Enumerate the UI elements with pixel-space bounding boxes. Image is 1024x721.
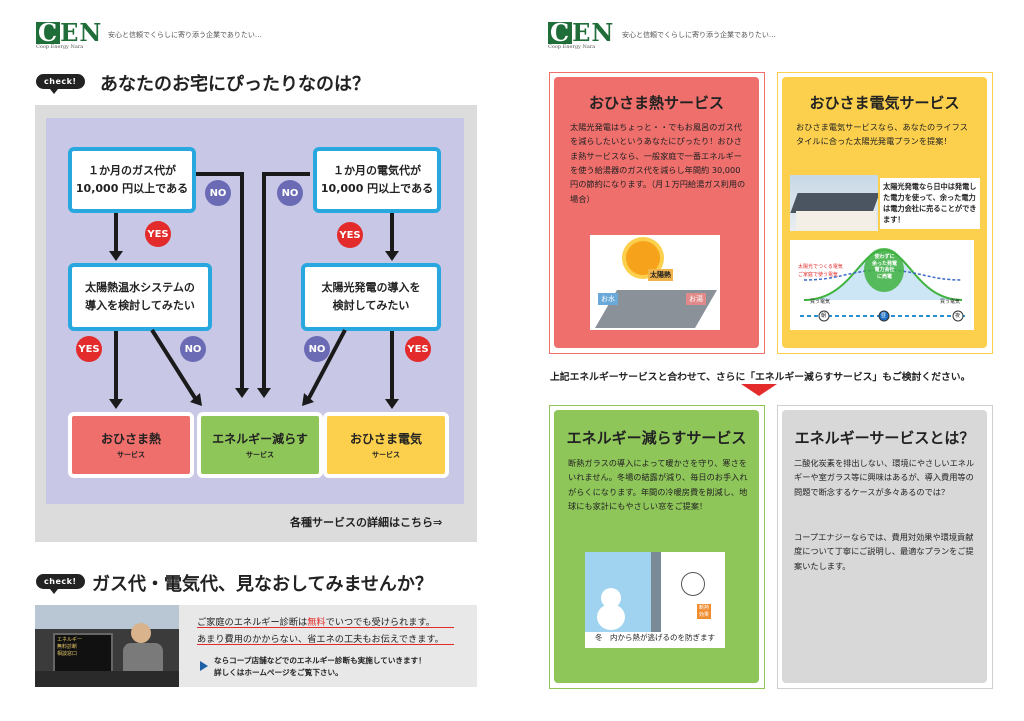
house-solar-photo: [790, 175, 878, 231]
morning-icon: [818, 310, 830, 322]
service-details-link[interactable]: 各種サービスの詳細はこちら⇒: [290, 516, 443, 529]
power-graph-svg: [800, 248, 966, 322]
connector: [240, 172, 244, 390]
logo-left: CEN Coop Energy Nara: [36, 18, 103, 50]
connector: [196, 172, 244, 176]
card-heat-title: おひさま熱サービス: [588, 94, 724, 112]
yes-badge: YES: [76, 336, 102, 362]
diagnosis-photo: エネルギー 無料診断 相談窓口: [35, 605, 179, 687]
no-badge: NO: [180, 336, 206, 362]
yes-badge: YES: [337, 222, 363, 248]
connector: [114, 331, 118, 401]
card-reduce-title: エネルギー減らすサービス: [566, 429, 747, 447]
arrow-head: [109, 399, 123, 409]
no-badge: NO: [205, 180, 231, 206]
diagnosis-note: ならコープ店舗などでのエネルギー診断も実施していきます！ 詳しくはホームページを…: [214, 656, 426, 678]
photo-sign: エネルギー 無料診断 相談窓口: [57, 637, 83, 657]
card-about-title: エネルギーサービスとは？: [794, 429, 975, 447]
check-badge: check!: [36, 574, 85, 594]
section-title-review: ガス代・電気代、見なおしてみませんか？: [92, 574, 433, 595]
arrow-head: [302, 393, 314, 406]
connector: [307, 329, 347, 399]
logo-letters: EN: [60, 18, 103, 47]
arrow-head: [385, 251, 399, 261]
section-title-fit: あなたのお宅にぴったりなのは？: [100, 74, 370, 95]
play-arrow-icon: [200, 661, 208, 671]
card-electric-text: おひさま電気サービスなら、あなたのライフスタイルに合った太陽光発電プランを提案！: [796, 122, 968, 147]
window-image: 断熱 効果 冬 内から熱が逃げるのを防ぎます: [585, 552, 725, 648]
result-reduce-service[interactable]: エネルギー減らす サービス: [197, 412, 323, 478]
yes-badge: YES: [145, 221, 171, 247]
result-electric-service[interactable]: おひさま電気 サービス: [323, 412, 449, 478]
tagline-right: 安心と信頼でくらしに寄り添う企業でありたい…: [622, 31, 776, 39]
card-about-text2: コープエナジーならでは、費用対効果や環境貢献度について丁寧にご説明し、最適なプラ…: [794, 532, 974, 571]
connector: [262, 172, 310, 176]
question-solar-power: 太陽光発電の導入を 検討してみたい: [301, 263, 441, 331]
diagnosis-line2: あまり費用のかからない、省エネの工夫もお伝えできます。: [197, 634, 444, 645]
check-badge: check!: [36, 74, 85, 94]
night-icon: [952, 310, 964, 322]
power-graph: 太陽光でつくる電気 ご家庭で使う電気 使わずに 余った発電 電力会社 に売電 買…: [790, 240, 974, 330]
diagnosis-underline: [197, 627, 454, 628]
result-heat-service[interactable]: おひさま熱 サービス: [68, 412, 194, 478]
solar-thermal-image: 太陽熱 お水 お湯: [590, 235, 720, 330]
card-reduce-frame: [549, 405, 765, 689]
arrow-head: [385, 399, 399, 409]
connector: [114, 213, 118, 255]
card-about: [782, 410, 987, 683]
person-reading-icon: [681, 572, 705, 596]
question-gas: １か月のガス代が 10,000 円以上である: [68, 147, 196, 213]
card-heat-text: 太陽光発電はちょっと・・でもお風呂のガス代を減らしたいというあなたにぴったり！お…: [570, 122, 746, 204]
card-electric-title: おひさま電気サービス: [809, 94, 960, 112]
card-reduce-text: 断熱ガラスの導入によって暖かさを守り、寒さをいれません。冬場の結露が減り、毎日の…: [568, 458, 748, 512]
yes-badge: YES: [405, 336, 431, 362]
no-badge: NO: [304, 336, 330, 362]
snowman-icon: [601, 588, 621, 608]
connector: [390, 213, 394, 255]
no-badge: NO: [277, 180, 303, 206]
question-solar-thermal: 太陽熱温水システムの 導入を検討してみたい: [68, 263, 212, 331]
card-electric-frame: [777, 72, 993, 354]
bridge-text: 上記エネルギーサービスと合わせて、さらに「エネルギー減らすサービス」もご検討くだ…: [550, 372, 971, 383]
arrow-head: [190, 393, 202, 406]
tagline-left: 安心と信頼でくらしに寄り添う企業でありたい…: [108, 31, 262, 39]
arrow-head: [257, 388, 271, 398]
electric-callout: 太陽光発電なら日中は発電した電力を使って、余った電力は電力会社に売ることができま…: [880, 178, 980, 229]
diagonal-connectors: [150, 328, 347, 406]
connector: [150, 328, 197, 400]
logo-right: CEN Coop Energy Nara: [548, 18, 615, 50]
connector: [390, 331, 394, 401]
diagnosis-underline: [197, 644, 454, 645]
card-heat-frame: [549, 72, 765, 354]
question-electric: １か月の電気代が 10,000 円以上である: [313, 147, 441, 213]
connector: [262, 172, 266, 390]
down-arrow-icon: [741, 384, 777, 396]
card-about-frame: [777, 405, 993, 689]
diagnosis-line1: ご家庭のエネルギー診断は無料でいつでも受けられます。: [197, 617, 435, 628]
card-about-text1: 二酸化炭素を排出しない、環境にやさしいエネルギーや室ガラス等に興味はあるが、導入…: [794, 458, 975, 497]
arrow-head: [109, 251, 123, 261]
arrow-head: [235, 388, 249, 398]
noon-icon: [878, 310, 890, 322]
